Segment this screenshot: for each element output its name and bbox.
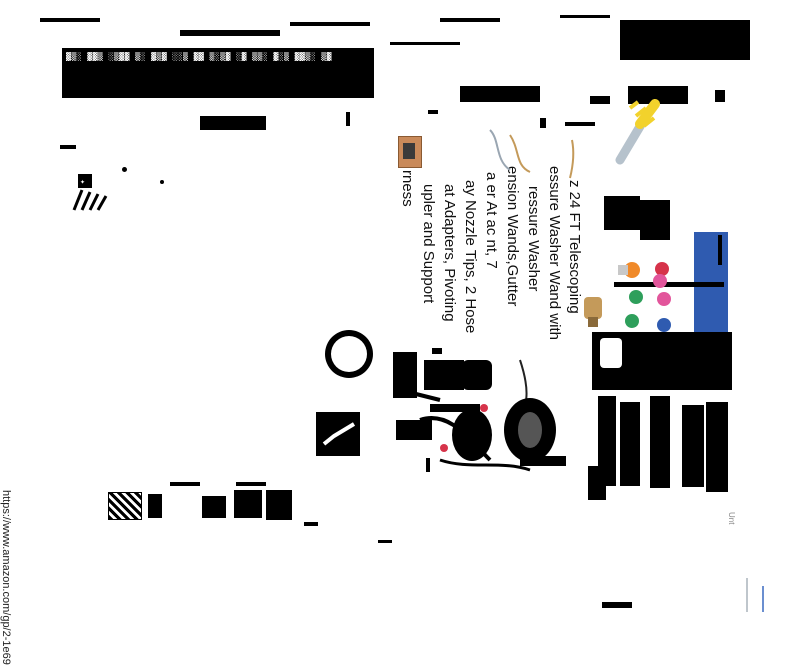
- thumbnail-4[interactable]: [234, 490, 262, 518]
- thumbnail-3[interactable]: [202, 496, 226, 518]
- svg-text:✦: ✦: [80, 179, 85, 186]
- mid-redacted-3: [462, 360, 492, 390]
- header-piece-7: [540, 118, 546, 128]
- top-redacted-bar-3: [290, 22, 370, 26]
- header-piece-2: [590, 96, 610, 104]
- scrollbar-thumb[interactable]: [762, 586, 764, 612]
- image-bar-2: [718, 235, 722, 265]
- header-piece-8: [565, 122, 595, 126]
- top-redacted-bar-4: [440, 18, 500, 22]
- info-block-1: [706, 402, 728, 492]
- header-piece-1: [460, 86, 540, 102]
- header-piece-9: [60, 145, 76, 149]
- thumbnail-bar-2: [236, 482, 266, 486]
- top-redacted-bar-2: [180, 30, 280, 36]
- nozzle-tips-image: [584, 262, 671, 332]
- product-title-line-6: ay Nozzle Tips, 2 Hose: [462, 180, 479, 334]
- thumbnail-1[interactable]: [108, 492, 142, 520]
- thumbnail-5[interactable]: [266, 490, 292, 520]
- mid-redacted-4: [432, 348, 442, 354]
- image-redacted-2: [640, 200, 670, 240]
- dot-2: [160, 180, 164, 184]
- image-redacted-1: [604, 196, 640, 230]
- info-block-6: [588, 466, 606, 500]
- product-title-line-8: upler and Support: [420, 184, 437, 304]
- header-piece-3: [628, 86, 688, 104]
- header-piece-10: [715, 90, 725, 102]
- header-piece-5: [346, 112, 350, 126]
- chevron-logo-icon: [322, 422, 356, 446]
- top-redacted-bar-6: [620, 20, 750, 60]
- top-redacted-bar-5: [560, 15, 610, 18]
- caption-redacted-2: [430, 404, 480, 412]
- caption-redacted-4: [426, 458, 430, 472]
- thumbnail-bar-3: [304, 522, 318, 526]
- garbled-logo-icon: ✦: [72, 174, 108, 211]
- info-block-2: [682, 405, 704, 487]
- mid-redacted-2: [424, 360, 464, 390]
- header-piece-6: [428, 110, 438, 114]
- caption-redacted-3: [520, 456, 566, 466]
- top-redacted-bar-7: [390, 42, 460, 45]
- product-title-line-7: at Adapters, Pivoting: [441, 184, 458, 322]
- blue-hose-strip: [694, 232, 728, 342]
- thumbnail-bar-1: [170, 482, 200, 486]
- header-garbled-text: ▓▒░ ▓▓▒ ░▒▓▓ ▒░ ▓▒▓ ░░▒ ▓▓ ▒░▒▓ ░▓ ▒▒░ ▓…: [66, 52, 332, 61]
- side-label: Unt: [727, 512, 736, 525]
- status-url: https://www.amazon.com/gp/2-1e69: [0, 490, 12, 665]
- info-block-4: [620, 402, 640, 486]
- product-title-line-9: rness: [399, 170, 416, 207]
- header-redacted-block: [62, 48, 374, 98]
- caption-redacted-1: [396, 420, 432, 440]
- thumbnail-2[interactable]: [148, 494, 162, 518]
- info-block-5: [598, 396, 616, 486]
- hose-reel-image: [399, 359, 556, 472]
- circle-badge-inner: [331, 336, 367, 372]
- product-thumbnail[interactable]: [398, 136, 422, 168]
- thumbnail-bar-4: [378, 540, 392, 543]
- wand-illustration: [489, 99, 660, 179]
- header-piece-4: [200, 116, 266, 130]
- image-bar: [614, 282, 724, 287]
- price-panel-inner: [600, 338, 622, 368]
- scrollbar-track[interactable]: [746, 578, 748, 612]
- info-block-3: [650, 396, 670, 488]
- dot-1: [122, 167, 127, 172]
- bottom-redacted-1: [602, 602, 632, 608]
- top-redacted-bar-1: [40, 18, 100, 22]
